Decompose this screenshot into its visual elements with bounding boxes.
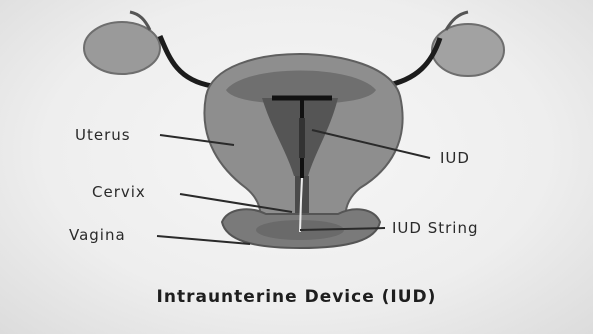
label-cervix: Cervix bbox=[92, 183, 146, 201]
label-iud-string: IUD String bbox=[392, 219, 479, 237]
label-vagina: Vagina bbox=[69, 226, 126, 244]
diagram-title: Intraunterine Device (IUD) bbox=[0, 287, 593, 307]
label-iud: IUD bbox=[440, 149, 470, 167]
iud-copper-band bbox=[299, 118, 305, 158]
right-ovary bbox=[432, 24, 504, 76]
label-uterus: Uterus bbox=[75, 126, 131, 144]
